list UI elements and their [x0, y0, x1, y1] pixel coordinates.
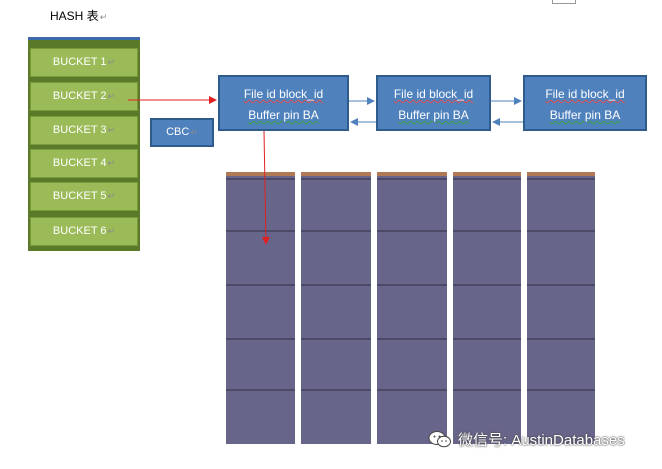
- buffer-column-top-band: [377, 172, 447, 176]
- node-line-1: File id block_id: [525, 87, 645, 101]
- return-mark: ↵: [107, 91, 116, 101]
- bucket-5: BUCKET 5↵: [30, 182, 138, 211]
- cbc-latch-box: CBC↵: [150, 118, 214, 147]
- wechat-icon: [428, 431, 451, 448]
- buffer-column-4: [450, 172, 524, 444]
- node-text: Buffer pin BA: [549, 108, 621, 122]
- bucket-label: BUCKET 5: [52, 190, 107, 202]
- return-mark: ↵: [107, 158, 116, 168]
- buffer-row-divider: [453, 284, 521, 286]
- bucket-stack: BUCKET 1↵ BUCKET 2↵ BUCKET 3↵ BUCKET 4↵ …: [28, 37, 140, 251]
- buffer-row-divider: [301, 338, 371, 340]
- buffer-column-2: [298, 172, 374, 444]
- node-line-1: File id block_id: [220, 87, 347, 101]
- cbc-label: CBC: [166, 126, 190, 138]
- buffer-row-divider: [377, 178, 447, 180]
- buffer-row-divider: [226, 178, 295, 180]
- node-line-1: File id block_id: [378, 87, 489, 101]
- buffer-row-divider: [527, 389, 595, 391]
- node-text: File id block_id: [243, 87, 324, 101]
- buffer-column-top-band: [226, 172, 295, 176]
- bucket-label: BUCKET 3: [52, 124, 107, 136]
- bucket-3: BUCKET 3↵: [30, 116, 138, 145]
- return-mark: ↵: [190, 127, 198, 137]
- buffer-row-divider: [453, 389, 521, 391]
- bucket-label: BUCKET 6: [52, 225, 107, 237]
- buffer-column-top-band: [301, 172, 371, 176]
- buffer-header-node-1: File id block_id Buffer pin BA: [218, 75, 349, 131]
- return-mark: ↵: [107, 191, 116, 201]
- return-mark: ↵: [107, 226, 116, 236]
- node-line-2: Buffer pin BA: [525, 108, 645, 122]
- buffer-row-divider: [377, 389, 447, 391]
- bucket-4: BUCKET 4↵: [30, 149, 138, 178]
- hash-table-title-text: HASH 表: [50, 9, 99, 23]
- node-to-buffer-arrow: [261, 130, 270, 245]
- bucket-2: BUCKET 2↵: [30, 82, 138, 111]
- buffer-row-divider: [377, 230, 447, 232]
- buffer-row-divider: [453, 178, 521, 180]
- buffer-row-divider: [453, 230, 521, 232]
- node-line-2: Buffer pin BA: [220, 108, 347, 122]
- buffer-row-divider: [226, 284, 295, 286]
- buffer-column-top-band: [453, 172, 521, 176]
- bucket-label: BUCKET 2: [52, 90, 107, 102]
- bucket-label: BUCKET 4: [52, 157, 107, 169]
- buffer-row-divider: [226, 389, 295, 391]
- buffer-row-divider: [301, 284, 371, 286]
- return-mark: ↵: [107, 57, 116, 67]
- buffer-row-divider: [527, 284, 595, 286]
- buffer-row-divider: [226, 338, 295, 340]
- bucket-1: BUCKET 1↵: [30, 48, 138, 77]
- node-line-2: Buffer pin BA: [378, 108, 489, 122]
- buffer-column-top-band: [527, 172, 595, 176]
- wechat-watermark: 微信号: AustinDatabases: [428, 427, 625, 451]
- bucket-6: BUCKET 6↵: [30, 217, 138, 246]
- buffer-row-divider: [527, 230, 595, 232]
- hash-table-title: HASH 表↵: [50, 7, 107, 24]
- node-text: Buffer pin BA: [398, 108, 469, 122]
- return-mark: ↵: [99, 12, 108, 22]
- bucket-label: BUCKET 1: [52, 56, 107, 68]
- buffer-row-divider: [301, 389, 371, 391]
- buffer-row-divider: [301, 178, 371, 180]
- buffer-row-divider: [226, 230, 295, 232]
- buffer-row-divider: [527, 338, 595, 340]
- return-mark: ↵: [107, 125, 116, 135]
- buffer-header-node-2: File id block_id Buffer pin BA: [376, 75, 491, 131]
- buffer-header-node-3: File id block_id Buffer pin BA: [523, 75, 647, 131]
- buffer-column-5: [524, 172, 598, 444]
- node-text: File id block_id: [545, 87, 625, 101]
- buffer-row-divider: [377, 338, 447, 340]
- buffer-row-divider: [527, 178, 595, 180]
- buffer-row-divider: [377, 284, 447, 286]
- buffer-row-divider: [301, 230, 371, 232]
- buffer-column-1: [223, 172, 298, 444]
- node-text: File id block_id: [393, 87, 474, 101]
- buffer-column-3: [374, 172, 450, 444]
- watermark-text: 微信号: AustinDatabases: [458, 431, 625, 449]
- buffer-row-divider: [453, 338, 521, 340]
- node-text: Buffer pin BA: [248, 108, 319, 122]
- page-corner-mark: [552, 0, 576, 4]
